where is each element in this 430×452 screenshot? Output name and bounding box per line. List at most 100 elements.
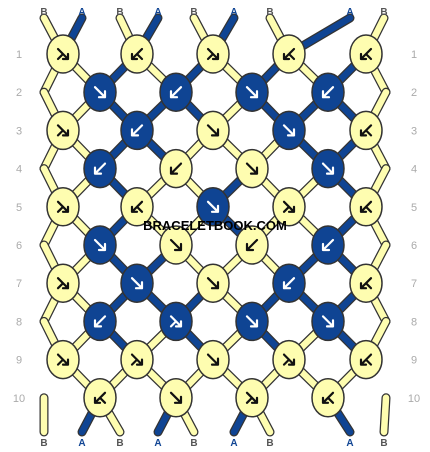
knot <box>272 34 306 74</box>
knot-direction-arrow-icon <box>130 124 144 137</box>
knot <box>349 263 383 303</box>
knot-direction-arrow-icon <box>169 315 183 328</box>
knot <box>83 148 117 189</box>
knot-direction-arrow-icon <box>206 200 220 213</box>
row-number-left: 5 <box>16 202 22 214</box>
row-number-right: 8 <box>411 316 417 328</box>
knot-direction-arrow-icon <box>206 124 220 137</box>
knot <box>159 148 193 189</box>
knot <box>235 378 269 418</box>
row-number-left: 3 <box>16 125 22 137</box>
bottom-strand-label: A <box>154 438 161 449</box>
row-number-right: 6 <box>411 240 417 252</box>
knot-direction-arrow-icon <box>359 200 373 213</box>
knot <box>349 110 383 151</box>
knot-direction-arrow-icon <box>130 353 144 366</box>
bottom-strand-label: B <box>190 438 197 449</box>
knot-direction-arrow-icon <box>359 353 373 366</box>
bottom-strand-label: B <box>380 438 387 449</box>
top-strand-label: B <box>266 7 273 18</box>
knot-direction-arrow-icon <box>321 238 335 252</box>
bottom-strand-label: A <box>78 438 85 449</box>
watermark: BRACELETBOOK.COM <box>143 218 287 233</box>
knot-direction-arrow-icon <box>321 315 335 328</box>
knot-direction-arrow-icon <box>245 238 259 252</box>
knot <box>311 378 345 418</box>
row-number-left: 9 <box>16 355 22 367</box>
row-number-right: 7 <box>411 278 417 290</box>
knot <box>159 72 193 112</box>
knot <box>196 110 230 151</box>
top-strand-label: A <box>346 7 353 18</box>
knot-direction-arrow-icon <box>56 200 70 213</box>
top-strand-label: A <box>154 7 161 18</box>
row-number-left: 8 <box>16 316 22 328</box>
knot-direction-arrow-icon <box>130 47 144 61</box>
knot <box>311 148 345 189</box>
row-number-left: 10 <box>13 393 25 405</box>
knot-direction-arrow-icon <box>56 277 70 290</box>
knot <box>159 378 193 418</box>
knot-direction-arrow-icon <box>93 162 107 175</box>
knot-direction-arrow-icon <box>93 86 107 99</box>
knot-direction-arrow-icon <box>206 277 220 290</box>
knot-direction-arrow-icon <box>169 391 183 404</box>
knot-direction-arrow-icon <box>245 315 259 328</box>
knot <box>311 72 345 112</box>
top-strand-label: A <box>78 7 85 18</box>
knot-direction-arrow-icon <box>56 124 70 137</box>
knot <box>196 34 230 74</box>
knot <box>83 225 117 265</box>
knot <box>159 301 193 342</box>
knot <box>196 187 230 227</box>
knot <box>120 339 154 380</box>
knot <box>349 339 383 380</box>
knot-direction-arrow-icon <box>359 277 373 290</box>
bottom-strand-label: B <box>40 438 47 449</box>
knot <box>235 301 269 342</box>
knot-direction-arrow-icon <box>206 47 220 61</box>
knot-direction-arrow-icon <box>169 86 183 99</box>
knot-direction-arrow-icon <box>282 277 296 290</box>
knot <box>235 72 269 112</box>
knot-direction-arrow-icon <box>245 86 259 99</box>
knot-direction-arrow-icon <box>93 238 107 252</box>
knot-direction-arrow-icon <box>359 124 373 137</box>
knot <box>349 34 383 74</box>
knot-direction-arrow-icon <box>282 353 296 366</box>
knot <box>46 187 80 227</box>
row-number-left: 1 <box>16 49 22 61</box>
bottom-strand-label: A <box>346 438 353 449</box>
knot-layer <box>46 34 383 418</box>
row-number-left: 7 <box>16 278 22 290</box>
knot-direction-arrow-icon <box>169 162 183 175</box>
knot-direction-arrow-icon <box>206 353 220 366</box>
knot-direction-arrow-icon <box>56 47 70 61</box>
bottom-strand-8 <box>380 394 390 436</box>
knot-direction-arrow-icon <box>169 238 183 252</box>
knot <box>120 110 154 151</box>
knot-direction-arrow-icon <box>93 391 107 404</box>
knot-direction-arrow-icon <box>282 200 296 213</box>
knot-direction-arrow-icon <box>56 353 70 366</box>
row-number-left: 6 <box>16 240 22 252</box>
knot <box>311 301 345 342</box>
knot <box>120 187 154 227</box>
knot <box>272 339 306 380</box>
knot-direction-arrow-icon <box>245 391 259 404</box>
knot <box>272 110 306 151</box>
row-number-left: 2 <box>16 87 22 99</box>
knot-direction-arrow-icon <box>321 162 335 175</box>
knot <box>196 339 230 380</box>
row-number-right: 10 <box>408 393 420 405</box>
knot-direction-arrow-icon <box>93 315 107 328</box>
top-strand-label: A <box>230 7 237 18</box>
knot <box>83 378 117 418</box>
bottom-strand-label: A <box>230 438 237 449</box>
knot <box>272 187 306 227</box>
row-number-right: 4 <box>411 164 417 176</box>
knot <box>46 339 80 380</box>
top-strand-label: B <box>380 7 387 18</box>
